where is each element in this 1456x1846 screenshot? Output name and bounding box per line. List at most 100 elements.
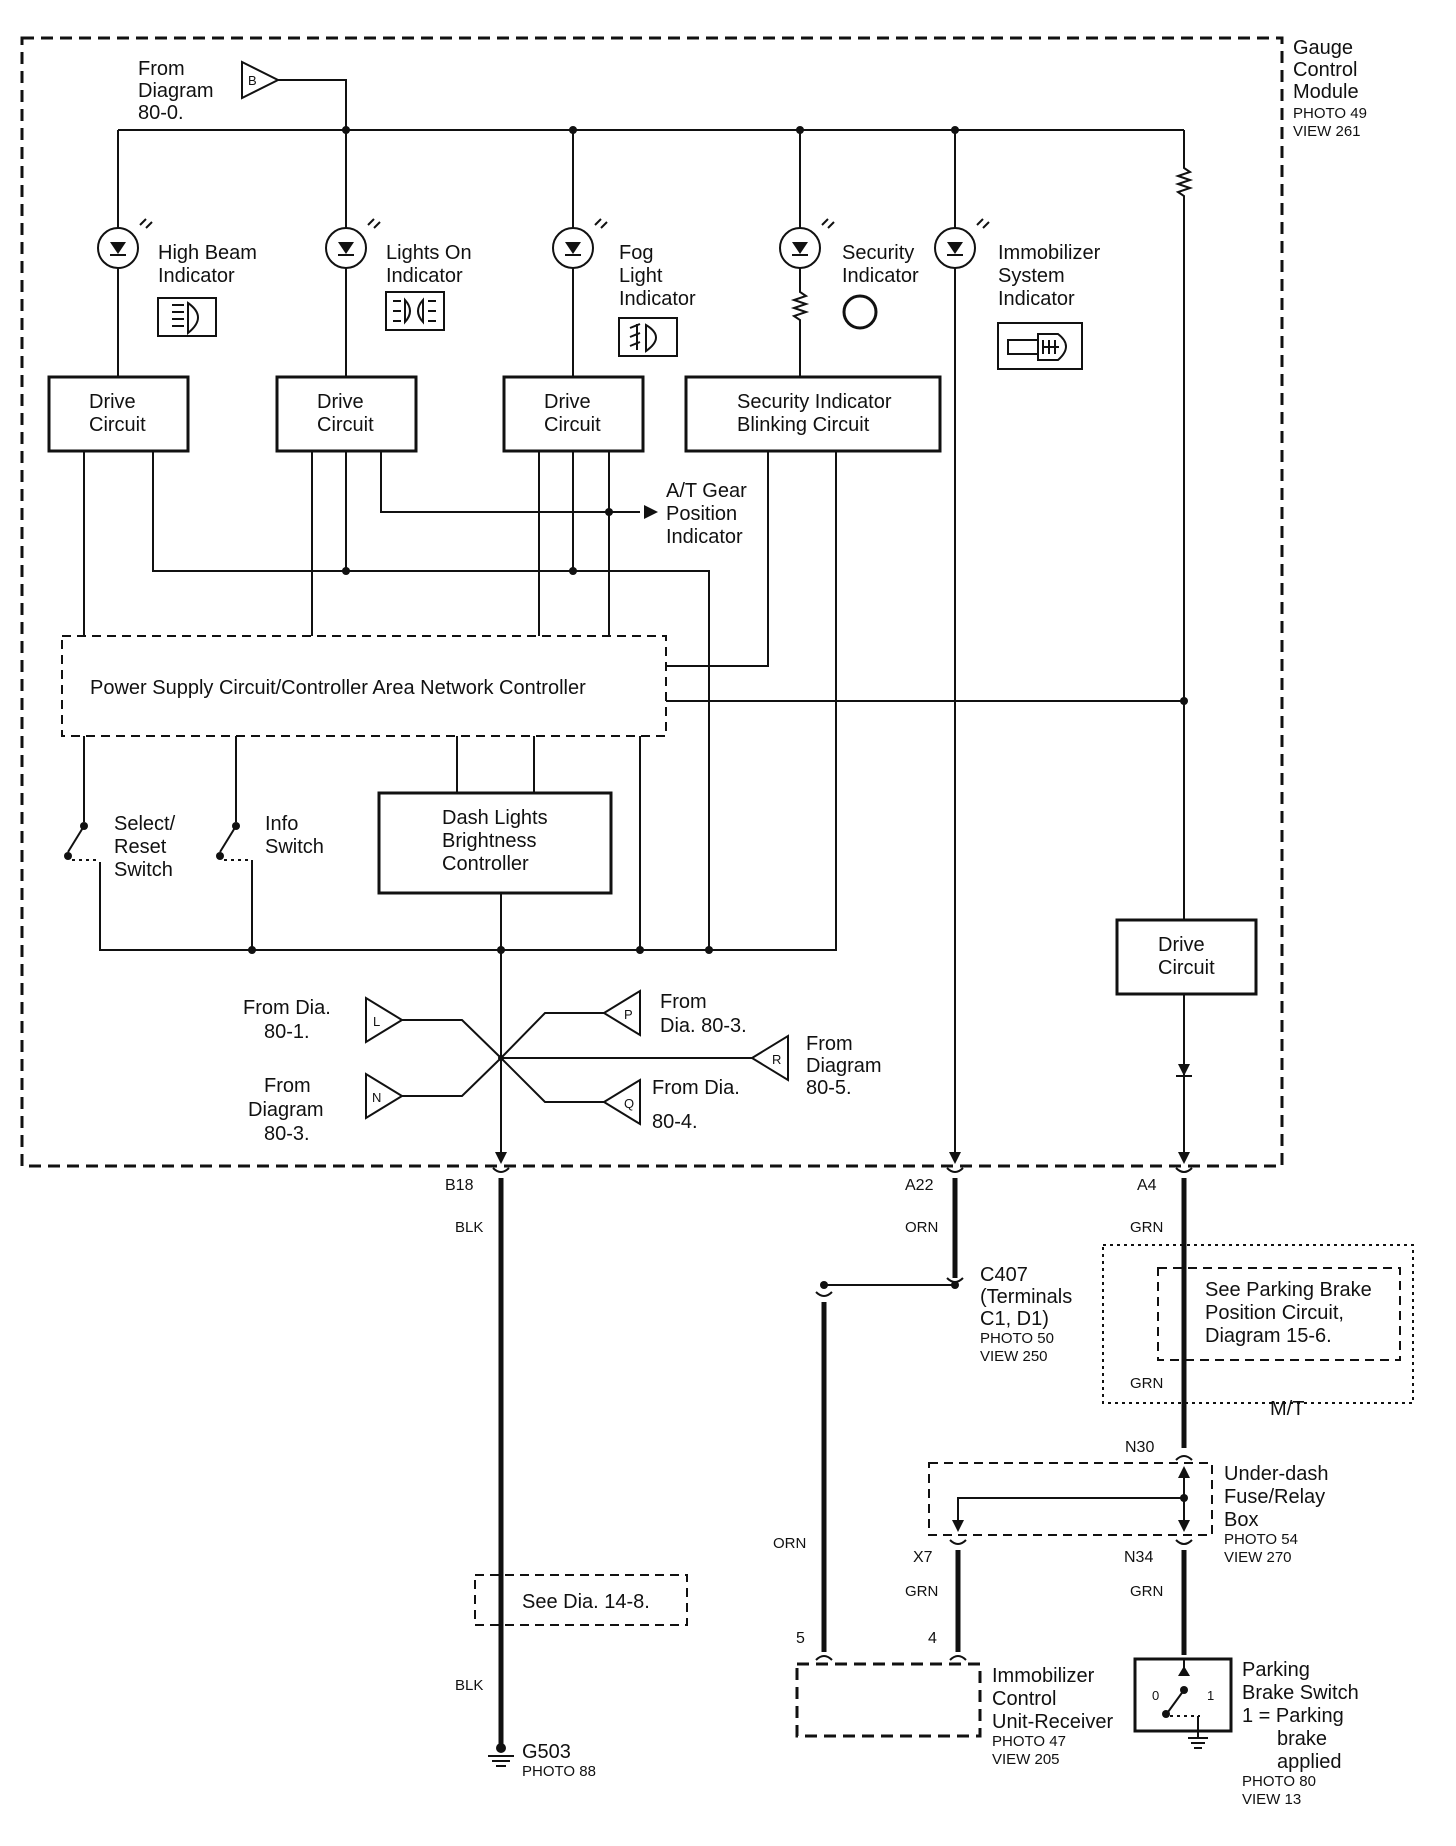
svg-text:GRN: GRN	[1130, 1583, 1163, 1600]
lights-on-symbol-icon	[385, 291, 445, 331]
module-view: VIEW 261	[1293, 123, 1361, 140]
svg-text:R: R	[772, 1052, 781, 1067]
svg-text:See Dia. 14-8.: See Dia. 14-8.	[522, 1591, 650, 1613]
immobilizer-control-unit	[795, 1662, 982, 1738]
park-switch-label: Parking Brake Switch 1 = Parking brake a…	[1242, 1659, 1364, 1773]
at-gear-label: A/T Gear Position Indicator	[666, 480, 752, 548]
terminal-a4: A4	[1137, 1177, 1157, 1194]
drive-circuit-3	[502, 375, 645, 453]
svg-text:5: 5	[796, 1630, 805, 1647]
high-beam-label: High Beam Indicator	[158, 242, 263, 287]
high-beam-symbol-icon	[157, 297, 217, 337]
svg-text:VIEW 250: VIEW 250	[980, 1348, 1048, 1365]
svg-text:PHOTO 50: PHOTO 50	[980, 1330, 1054, 1347]
key-symbol-icon	[997, 322, 1083, 370]
wire-source-b	[278, 79, 347, 130]
svg-text:PHOTO 88: PHOTO 88	[522, 1763, 596, 1780]
svg-text:P: P	[624, 1007, 633, 1022]
svg-text:GRN: GRN	[1130, 1375, 1163, 1392]
info-switch-icon	[216, 822, 252, 861]
mt-boundary	[1102, 1244, 1414, 1404]
input-n-flag	[365, 1072, 404, 1120]
dash-lights-controller	[377, 791, 613, 895]
info-switch-label: Info Switch	[265, 813, 324, 858]
parking-brake-switch-icon	[1162, 1659, 1208, 1749]
source-b-label: From Diagram 80-0.	[138, 58, 219, 124]
security-led-icon	[779, 218, 835, 269]
svg-text:Dash Lights Brightness: Dash Lights Brightness Controller	[442, 807, 553, 875]
input-l-flag	[365, 996, 404, 1044]
security-blinking-circuit	[684, 375, 942, 453]
security-label: Security Indicator	[842, 242, 920, 287]
see-dia-14-8-ref	[474, 1574, 688, 1626]
fog-led-icon	[552, 218, 608, 269]
input-q-label: From Dia.80-4.	[652, 1077, 740, 1133]
immobilizer-led-icon	[934, 218, 990, 269]
immobilizer-label: Immobilizer System Indicator	[998, 242, 1106, 310]
svg-text:PHOTO 47: PHOTO 47	[992, 1733, 1066, 1750]
drive-circuit-4	[1115, 918, 1258, 996]
high-beam-led-icon	[97, 218, 153, 269]
terminal-b18: B18	[445, 1177, 474, 1194]
c407-label: C407 (Terminals C1, D1)	[980, 1264, 1078, 1330]
svg-text:BLK: BLK	[455, 1677, 483, 1694]
svg-text:1: 1	[1207, 1688, 1214, 1703]
svg-text:4: 4	[928, 1630, 937, 1647]
svg-text:N: N	[372, 1090, 381, 1105]
parking-brake-ref	[1157, 1267, 1401, 1361]
svg-text:X7: X7	[913, 1549, 933, 1566]
svg-text:N34: N34	[1124, 1549, 1153, 1566]
connector-b-letter: B	[248, 73, 257, 88]
power-supply-label: Power Supply Circuit/Controller Area Net…	[90, 677, 586, 699]
svg-text:Q: Q	[624, 1096, 634, 1111]
fog-symbol-icon	[618, 317, 678, 357]
module-photo: PHOTO 49	[1293, 105, 1367, 122]
parking-ref-label: See Parking Brake Position Circuit, Diag…	[1205, 1279, 1377, 1347]
input-p-flag	[602, 989, 641, 1037]
module-name: Gauge Control Module	[1293, 37, 1363, 103]
module-resistor	[1174, 162, 1194, 920]
drive-circuit-1	[47, 375, 190, 453]
svg-text:ORN: ORN	[905, 1219, 938, 1236]
fog-label: Fog Light Indicator	[619, 242, 696, 310]
svg-text:VIEW 270: VIEW 270	[1224, 1549, 1292, 1566]
immob-unit-label: Immobilizer Control Unit-Receiver	[992, 1665, 1113, 1733]
svg-text:PHOTO 80: PHOTO 80	[1242, 1773, 1316, 1790]
gauge-module-boundary	[20, 36, 1284, 1168]
lights-on-label: Lights On Indicator	[386, 242, 477, 287]
svg-text:ORN: ORN	[773, 1535, 806, 1552]
svg-text:PHOTO 54: PHOTO 54	[1224, 1531, 1298, 1548]
terminal-a22: A22	[905, 1177, 934, 1194]
svg-text:0: 0	[1152, 1688, 1159, 1703]
svg-text:BLK: BLK	[455, 1219, 483, 1236]
select-reset-label: Select/ Reset Switch	[114, 813, 181, 881]
ground-g503-icon	[488, 1743, 514, 1767]
input-q-flag	[602, 1078, 641, 1126]
ground-name: G503	[522, 1741, 571, 1763]
power-supply-can-controller	[61, 635, 667, 737]
input-l-label: From Dia.80-1.	[243, 997, 331, 1043]
input-r-flag	[750, 1034, 789, 1082]
svg-text:L: L	[373, 1014, 380, 1029]
svg-text:M/T: M/T	[1270, 1398, 1304, 1420]
svg-text:VIEW 13: VIEW 13	[1242, 1791, 1301, 1808]
security-symbol-icon	[842, 294, 878, 330]
security-resistor	[790, 268, 810, 378]
connector-b-flag	[241, 60, 281, 100]
svg-text:GRN: GRN	[905, 1583, 938, 1600]
fuse-box-label: Under-dash Fuse/Relay Box	[1224, 1463, 1334, 1531]
drive-circuit-2	[275, 375, 418, 453]
lights-on-led-icon	[325, 218, 381, 269]
select-reset-switch-icon	[64, 822, 100, 861]
svg-text:N30: N30	[1125, 1439, 1154, 1456]
svg-text:VIEW 205: VIEW 205	[992, 1751, 1060, 1768]
